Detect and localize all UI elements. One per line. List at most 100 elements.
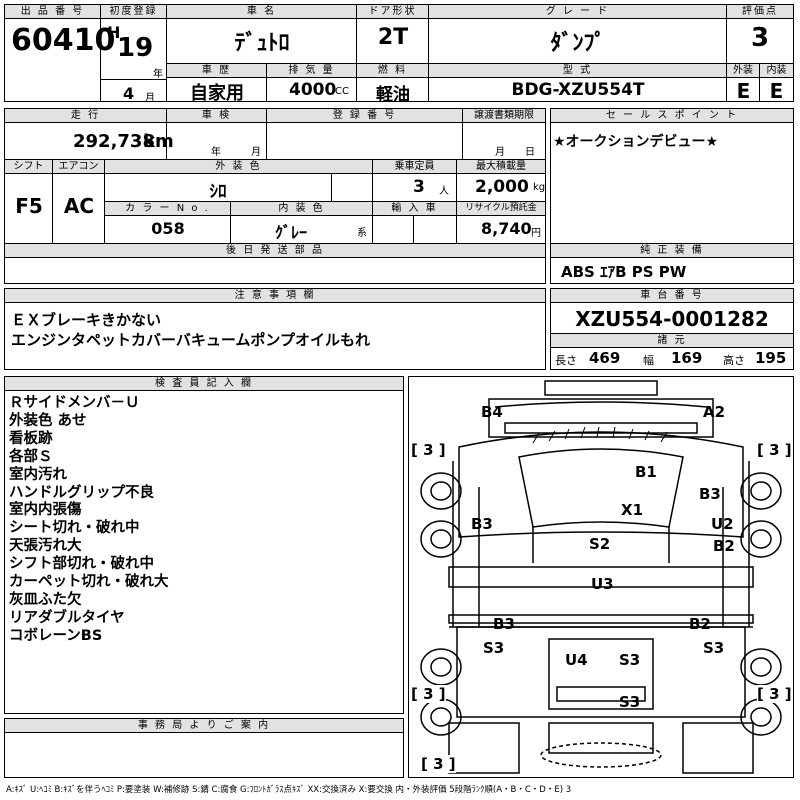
year-unit: 年 (153, 69, 163, 80)
tire-rating: [ 3 ] (757, 685, 792, 703)
damage-mark: S3 (619, 693, 641, 711)
first-reg-label: 初度登録 (101, 5, 166, 19)
door-type: 2T (377, 25, 409, 50)
history: 自家用 (190, 83, 244, 104)
inspector-line: シフト部切れ・破れ中 (9, 556, 154, 573)
int-color-unit: 系 (357, 228, 367, 239)
equipment: ABS ｴｱB PS PW (561, 263, 687, 281)
damage-mark: U4 (565, 651, 588, 669)
length-label: 長さ (555, 354, 577, 367)
damage-mark: S3 (619, 651, 641, 669)
tire-rating: [ 3 ] (411, 685, 446, 703)
color-no-label: カ ラ ー N o . (105, 202, 230, 216)
later-parts-label: 後 日 発 送 部 品 (5, 244, 545, 258)
vehicle-details-block: 走 行 292,738 km 車 検 年 月 登 録 番 号 譲渡書類期限 月 … (4, 108, 546, 284)
inspector-line: Ｒサイドメンバ－Ｕ (9, 395, 140, 411)
score-label: 評価点 (727, 5, 793, 19)
truck-diagram (420, 380, 782, 774)
displacement-label: 排 気 量 (267, 64, 356, 78)
ac-label: エアコン (53, 160, 104, 174)
damage-mark: U2 (711, 515, 734, 533)
tire-rating: [ 3 ] (411, 441, 446, 459)
damage-mark: S2 (589, 535, 611, 553)
displacement: 4000 (289, 80, 337, 100)
recycle-unit: 円 (531, 228, 541, 239)
damage-mark: S3 (483, 639, 505, 657)
length: 469 (589, 349, 621, 367)
notes-label: 注 意 事 項 欄 (5, 289, 545, 303)
inspector-line: コボレーンBS (9, 627, 103, 644)
note-line-2: エンジンタペットカバーバキュームポンプオイルもれ (11, 331, 370, 349)
damage-mark: A2 (703, 403, 726, 421)
width-label: 幅 (643, 354, 654, 367)
fuel: 軽油 (376, 85, 410, 105)
ext-grade: E (736, 79, 751, 103)
damage-mark: X1 (621, 501, 644, 519)
inspector-line: 看板跡 (9, 430, 53, 447)
sales-label: セ ー ル ス ポ イ ン ト (551, 109, 793, 123)
damage-mark: B2 (689, 615, 711, 633)
height: 195 (755, 349, 787, 367)
insp-year-unit: 年 (211, 147, 221, 158)
damage-diagram: B4 A2 B1 B3 X1 B3 U2 S2 B2 U3 B3 B2 S3 S… (408, 376, 794, 778)
reg-month: 4 (123, 84, 135, 103)
recycle-fee: 8,740 (481, 219, 532, 238)
sales-text: ★オークションデビュー★ (553, 134, 719, 150)
reg-no-label: 登 録 番 号 (267, 109, 462, 123)
fuel-label: 燃 料 (357, 64, 428, 78)
damage-mark: B3 (493, 615, 515, 633)
sales-point-block: セ ー ル ス ポ イ ン ト ★オークションデビュー★ 純 正 装 備 ABS… (550, 108, 794, 284)
damage-mark: U3 (591, 575, 614, 593)
notes-block: 注 意 事 項 欄 ＥＸブレーキきかない エンジンタペットカバーバキュームポンプ… (4, 288, 546, 370)
history-label: 車 歴 (167, 64, 266, 78)
max-load: 2,000 (475, 177, 529, 197)
chassis-block: 車 台 番 号 XZU554-0001282 諸 元 長さ 469 幅 169 … (550, 288, 794, 370)
color-no: 058 (151, 219, 185, 238)
recycle-label: リサイクル預託金 (457, 202, 545, 216)
damage-mark: B3 (699, 485, 721, 503)
damage-mark: B2 (713, 537, 735, 555)
load-label: 最大積載量 (457, 160, 545, 174)
chassis-label: 車 台 番 号 (551, 289, 793, 303)
shift: F5 (15, 194, 43, 218)
damage-mark: S3 (703, 639, 725, 657)
era: H (107, 23, 121, 42)
inspector-line: 室内内張傷 (9, 502, 82, 519)
car-name: ﾃﾞｭﾄﾛ (234, 31, 290, 56)
inspector-block: 検 査 員 記 入 欄 Ｒサイドメンバ－Ｕ 外装色 あせ 看板跡 各部Ｓ 室内汚… (4, 376, 404, 714)
inspector-line: 各部Ｓ (9, 448, 53, 465)
cc-unit: CC (335, 86, 349, 97)
chassis-number: XZU554-0001282 (575, 307, 769, 331)
tire-rating: [ 3 ] (757, 441, 792, 459)
inspector-line: 灰皿ふた欠 (9, 591, 82, 608)
capacity-unit: 人 (439, 186, 449, 197)
shift-label: シフト (5, 160, 52, 174)
transfer-day-unit: 日 (525, 147, 535, 158)
lot-number: 60410 (11, 23, 116, 58)
office-label: 事 務 局 よ り ご 案 内 (5, 719, 403, 733)
legend: A:ｷｽﾞ U:ﾍｺﾐ B:ｷｽﾞを伴うﾍｺﾐ P:要塗装 W:補修跡 S:錆 … (6, 785, 572, 795)
ext-label: 外装 (727, 64, 759, 78)
inspector-line: ハンドルグリップ不良 (9, 484, 154, 501)
insp-month-unit: 月 (251, 147, 261, 158)
damage-mark: B1 (635, 463, 657, 481)
capacity: 3 (413, 177, 425, 197)
damage-mark: B4 (481, 403, 503, 421)
inspector-line: カーペット切れ・破れ大 (9, 574, 169, 591)
header-block: 出 品 番 号 60410 初度登録 H 19 年 4 月 車 名 ﾃﾞｭﾄﾛ … (4, 4, 794, 105)
int-label: 内装 (760, 64, 793, 78)
inspector-line: 室内汚れ (9, 466, 67, 483)
load-unit: kg (533, 182, 546, 193)
inspector-line: 天張汚れ大 (9, 538, 82, 555)
note-line-1: ＥＸブレーキきかない (11, 311, 162, 329)
inspector-line: シート切れ・破れ中 (9, 520, 140, 537)
lot-label: 出 品 番 号 (5, 5, 100, 19)
width: 169 (671, 349, 703, 367)
score: 3 (750, 23, 770, 53)
month-unit: 月 (145, 93, 155, 104)
int-color-label: 内 装 色 (231, 202, 372, 216)
inspector-label: 検 査 員 記 入 欄 (5, 377, 403, 391)
inspector-line: リアダブルタイヤ (9, 609, 125, 626)
height-label: 高さ (723, 354, 745, 367)
office-block: 事 務 局 よ り ご 案 内 (4, 718, 404, 778)
